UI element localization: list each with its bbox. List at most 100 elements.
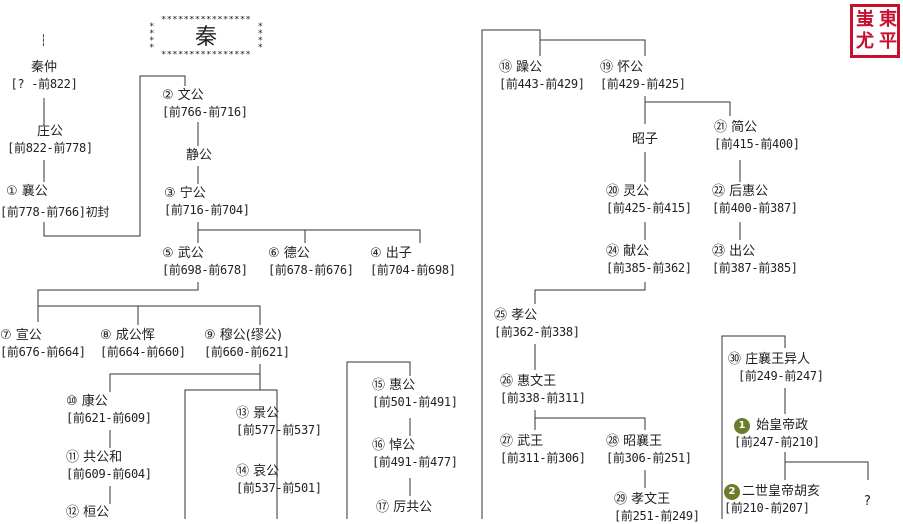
ruler-name: ② 文公 bbox=[162, 88, 204, 103]
ruler-node-chugong: ㉓ 出公 [前387-前385] bbox=[712, 244, 798, 276]
ruler-dates-xianggong: [前778-前766]初封 bbox=[0, 204, 109, 220]
ruler-node-zhuangxiangwang: ㉚ 庄襄王异人 [前249-前247] bbox=[728, 352, 824, 384]
ruler-node-shihuangdi: 1 始皇帝政 [前247-前210] bbox=[734, 418, 820, 450]
ruler-node-mugong: ⑨ 穆公(缪公) [前660-前621] bbox=[204, 328, 290, 360]
ruler-name: ㉖ 惠文王 bbox=[500, 374, 557, 389]
ruler-node-linggong: ⑳ 灵公 [前425-前415] bbox=[606, 184, 692, 216]
ruler-name: ㉔ 献公 bbox=[606, 244, 650, 259]
ruler-name: ⑪ 共公和 bbox=[66, 450, 123, 465]
ruler-name: ㉗ 武王 bbox=[500, 434, 544, 449]
reign-number: ⑤ bbox=[162, 246, 174, 261]
reign-number: ㉘ bbox=[606, 434, 620, 449]
ruler-name: ⑦ 宣公 bbox=[0, 328, 42, 343]
ruler-node-xiaogong: ㉕ 孝公 [前362-前338] bbox=[494, 308, 580, 340]
ruler-node-jinggong-a: 静公 bbox=[186, 148, 212, 164]
reign-number: ⑪ bbox=[66, 450, 80, 465]
ruler-node-ligong: ⑰ 厉共公 bbox=[376, 500, 432, 516]
reign-dates: [前716-前704] bbox=[164, 203, 250, 217]
ruler-node-huiwenwang: ㉖ 惠文王 [前338-前311] bbox=[500, 374, 586, 406]
ruler-name: ⑭ 哀公 bbox=[236, 464, 280, 479]
title-border-right: **** bbox=[257, 22, 263, 53]
ruler-name: ㉓ 出公 bbox=[712, 244, 756, 259]
seal-char: 東 bbox=[879, 9, 897, 30]
emperor-number-badge: 2 bbox=[724, 484, 740, 500]
seal-char: 尤 bbox=[856, 31, 874, 52]
ruler-name: ㉒ 后惠公 bbox=[712, 184, 769, 199]
ruler-node-chenggong: ⑧ 成公恽 [前664-前660] bbox=[100, 328, 186, 360]
ruler-name: ⑲ 怀公 bbox=[600, 60, 644, 75]
ruler-name: ⑫ 桓公 bbox=[66, 505, 110, 520]
ruler-name: 昭子 bbox=[632, 132, 659, 147]
reign-dates: [前664-前660] bbox=[100, 345, 186, 359]
ruler-node-qinzhong: 秦仲 [? -前822] bbox=[4, 60, 84, 92]
ruler-name: ⑧ 成公恽 bbox=[100, 328, 155, 343]
reign-dates: [前678-前676] bbox=[268, 263, 354, 277]
reign-number: ㉚ bbox=[728, 352, 742, 367]
reign-dates: [前537-前501] bbox=[236, 481, 322, 495]
reign-number: ⑫ bbox=[66, 505, 80, 520]
reign-dates: [前425-前415] bbox=[606, 201, 692, 215]
reign-number: ② bbox=[162, 88, 174, 103]
reign-dates: [前247-前210] bbox=[734, 435, 820, 449]
emperor-number-badge: 1 bbox=[734, 418, 750, 434]
ruler-name: ㉑ 简公 bbox=[714, 120, 758, 135]
reign-number: ㉒ bbox=[712, 184, 726, 199]
reign-dates: [前491-前477] bbox=[372, 455, 458, 469]
ancestor-ellipsis: ┆ bbox=[40, 34, 47, 47]
reign-number: ㉗ bbox=[500, 434, 514, 449]
ruler-name: ⑯ 悼公 bbox=[372, 438, 416, 453]
title-border-bottom: **************** bbox=[161, 51, 251, 60]
reign-number: ⑱ bbox=[499, 60, 513, 75]
ruler-name: ⑤ 武公 bbox=[162, 246, 204, 261]
reign-number: ⑳ bbox=[606, 184, 620, 199]
reign-number: ⑧ bbox=[100, 328, 112, 343]
ruler-node-wengong: ② 文公 [前766-前716] bbox=[162, 88, 248, 120]
ruler-name: ⑥ 德公 bbox=[268, 246, 310, 261]
ruler-node-xiangong: ㉔ 献公 [前385-前362] bbox=[606, 244, 692, 276]
author-seal: 東 平 蚩 尤 bbox=[850, 4, 900, 58]
reign-number: ③ bbox=[164, 186, 176, 201]
reign-number: ① bbox=[6, 184, 18, 199]
title-border-left: **** bbox=[149, 22, 155, 53]
reign-dates: [前676-前664] bbox=[0, 345, 86, 359]
ruler-name: 静公 bbox=[186, 148, 213, 163]
ruler-name: 1 始皇帝政 bbox=[734, 418, 820, 434]
ruler-name: ④ 出子 bbox=[370, 246, 412, 261]
ruler-name: ⑰ 厉共公 bbox=[376, 500, 433, 515]
ruler-node-houhuigong: ㉒ 后惠公 [前400-前387] bbox=[712, 184, 798, 216]
unknown-successor-mark: ? bbox=[864, 494, 871, 509]
ruler-node-kanggong: ⑩ 康公 [前621-前609] bbox=[66, 394, 152, 426]
reign-dates: [前306-前251] bbox=[606, 451, 692, 465]
ruler-node-xuangong: ⑦ 宣公 [前676-前664] bbox=[0, 328, 86, 360]
reign-dates: [前704-前698] bbox=[370, 263, 456, 277]
reign-number: ⑦ bbox=[0, 328, 12, 343]
ruler-name: ㉕ 孝公 bbox=[494, 308, 538, 323]
reign-dates: [? -前822] bbox=[10, 77, 78, 91]
reign-dates: [前609-前604] bbox=[66, 467, 152, 481]
ruler-name: ⑱ 躁公 bbox=[499, 60, 543, 75]
ruler-name: ⑩ 康公 bbox=[66, 394, 108, 409]
ruler-node-aigong: ⑭ 哀公 [前537-前501] bbox=[236, 464, 322, 496]
reign-number: ㉖ bbox=[500, 374, 514, 389]
ruler-node-jinggong: ⑬ 景公 [前577-前537] bbox=[236, 406, 322, 438]
reign-number: ㉙ bbox=[614, 492, 628, 507]
reign-dates: [前766-前716] bbox=[162, 105, 248, 119]
reign-dates: [前698-前678] bbox=[162, 263, 248, 277]
ruler-node-huigong: ⑮ 惠公 [前501-前491] bbox=[372, 378, 458, 410]
ruler-name: ㉙ 孝文王 bbox=[614, 492, 671, 507]
ruler-node-wuwang: ㉗ 武王 [前311-前306] bbox=[500, 434, 586, 466]
reign-number: ㉔ bbox=[606, 244, 620, 259]
ruler-name: ⑳ 灵公 bbox=[606, 184, 650, 199]
reign-number: ⑭ bbox=[236, 464, 250, 479]
ruler-node-huaigong: ⑲ 怀公 [前429-前425] bbox=[600, 60, 686, 92]
reign-number: ⑰ bbox=[376, 500, 390, 515]
reign-number: ⑲ bbox=[600, 60, 614, 75]
ruler-node-xiaowenwang: ㉙ 孝文王 [前251-前249] bbox=[614, 492, 700, 524]
reign-number: ⑨ bbox=[204, 328, 216, 343]
reign-dates: [前621-前609] bbox=[66, 411, 152, 425]
reign-number: ㉕ bbox=[494, 308, 508, 323]
ruler-name: ㉚ 庄襄王异人 bbox=[728, 352, 811, 367]
